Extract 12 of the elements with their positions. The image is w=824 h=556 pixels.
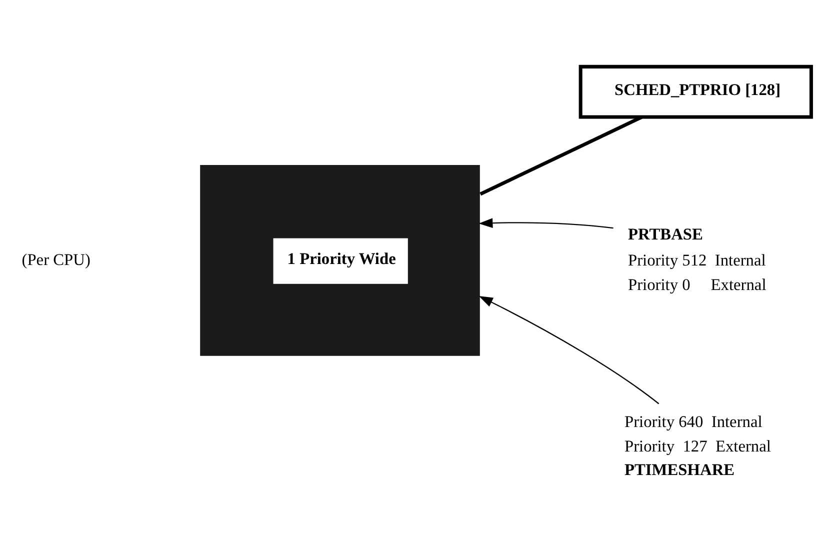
arrow	[478, 296, 660, 404]
node-text: PRTBASE	[628, 224, 703, 244]
node-box: 1 Priority Wide	[200, 165, 480, 356]
arrow	[478, 218, 614, 229]
node-label: Priority 640 Internal	[624, 412, 762, 431]
node-box: SCHED_PTPRIO [128]	[578, 64, 813, 119]
node-text: PTIMESHARE	[624, 460, 735, 479]
node-label: Priority 127 External	[624, 436, 771, 456]
connector	[480, 116, 642, 196]
node-label: Priority 512 Internal	[628, 250, 766, 270]
node-label: Priority 0 External	[628, 274, 766, 294]
label: (Per CPU)	[22, 250, 90, 269]
